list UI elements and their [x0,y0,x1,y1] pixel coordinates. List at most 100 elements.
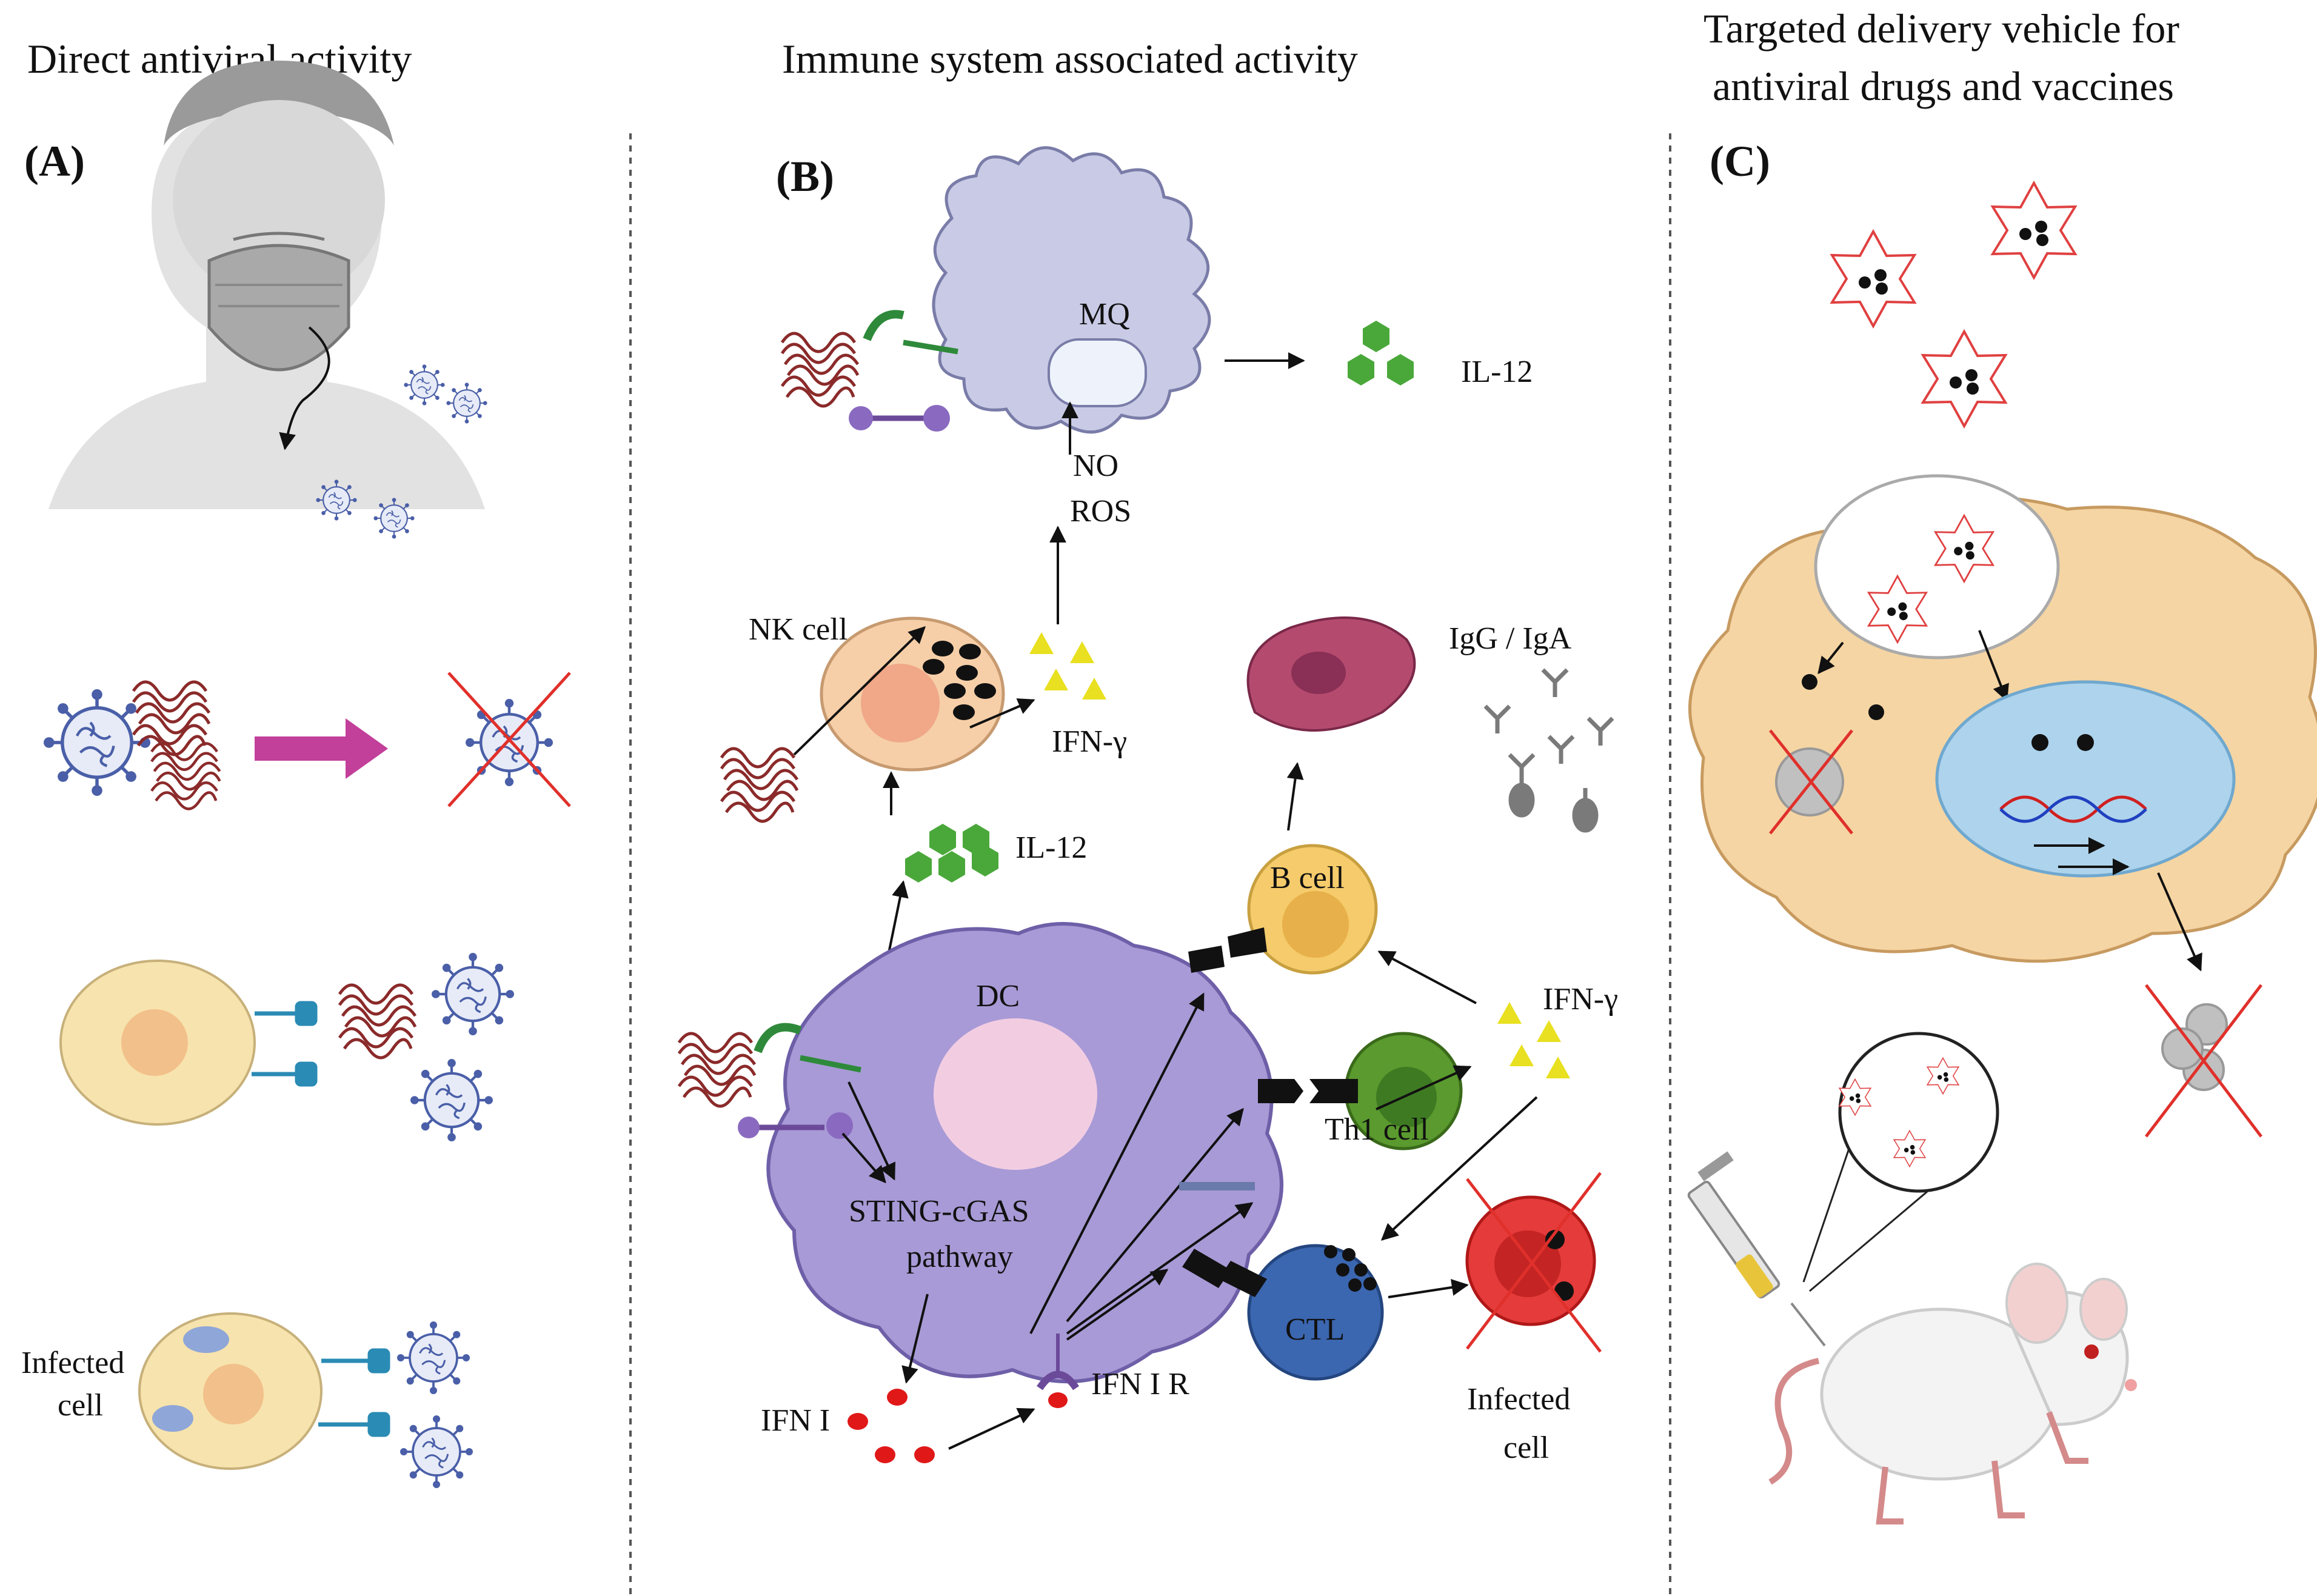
membrane-marker [1179,1182,1255,1190]
released-drug-icon [1802,674,1884,720]
ifn-gamma-icon [1082,678,1106,700]
transcription-arrow-icon [2034,837,2130,875]
virus-icon [432,953,514,1035]
arrow [1388,1278,1469,1298]
heading-c-line1: Targeted delivery vehicle for [1703,5,2179,52]
il12-label: IL-12 [1461,355,1533,389]
heading-c-line2: antiviral drugs and vaccines [1713,63,2174,109]
ifn-i-label: IFN I [761,1403,830,1438]
infected-cell-label: cell [1503,1431,1549,1465]
arrow [1817,641,1844,675]
ifn-gamma-icon [1029,632,1054,654]
igg-iga-label: IgG / IgA [1449,621,1572,656]
arrow [948,1407,1035,1450]
virus-icon [399,1414,474,1489]
nanoparticle-icon [1991,182,2076,279]
antibody-icon [1483,668,1614,833]
polymer-strand-icon [782,333,858,406]
il12-cytokine-icon [1363,321,1389,352]
nk-cell-label: NK cell [749,612,848,647]
host-cell-icon [59,960,256,1126]
th1-cell-icon [1344,1032,1463,1150]
arrow [1978,630,2009,702]
ctl-cell-icon [1247,1244,1384,1381]
arrow [1377,950,1477,1004]
mhc-receptor-icon [1188,927,1267,973]
nucleus-icon [1935,680,2236,878]
cross-icon [1466,1172,1602,1353]
dc-label: DC [976,979,1020,1013]
cross-icon [1769,729,1853,835]
dna-helix-icon [1999,795,2147,823]
cross-icon [2145,984,2262,1138]
panel-label-c: (C) [1710,137,1770,185]
arrow [841,1132,886,1184]
mhc-receptor-icon [1182,1249,1267,1297]
cross-icon [447,672,571,807]
airborne-virus-icon [403,364,446,406]
virus-icon [396,1320,471,1395]
inhaled-virus-icon [373,497,415,539]
ifn-i-r-label: IFN I R [1091,1367,1189,1401]
il12-cytokine-icon [905,851,932,883]
b-cell-label: B cell [1270,861,1345,895]
th1-cell-label: Th1 cell [1325,1112,1429,1147]
arrow [2157,872,2202,972]
inhaled-virus-icon [315,479,358,521]
mhc-receptor-icon [1258,1079,1358,1103]
zoom-bubble-icon [1802,1032,1999,1292]
macrophage-cell-icon [932,146,1211,434]
ifn-gamma-icon [1044,669,1068,690]
ifn-i-receptor-icon [1037,1334,1079,1408]
sting-cgas-label: pathway [906,1240,1013,1274]
nanoparticle-icon [1831,230,1916,327]
ifn-gamma-icon [1497,1002,1522,1024]
panel-label-b: (B) [776,152,834,201]
arrow [1376,1065,1472,1110]
syringe-icon [1687,1151,1826,1347]
dendritic-cell-icon [766,922,1283,1384]
arrow [793,626,926,756]
panel-label-a: (A) [24,137,85,185]
arrow [1066,1269,1169,1341]
ifn-gamma-icon [1537,1020,1561,1042]
ros-label: ROS [1070,494,1131,529]
il12-cytokine-icon [929,824,956,855]
il12-cytokine-icon [1387,354,1414,386]
nk-cell-icon [820,616,1005,772]
nanoparticle-icon [1922,330,2007,427]
masked-person-illustration [48,61,485,509]
virus-particle-icon [2161,1003,2228,1091]
il12-label: IL-12 [1015,830,1087,865]
mq-label: MQ [1079,297,1130,332]
arrow [1066,1107,1244,1323]
receptor-icon [318,1348,390,1437]
inactivation-arrow-icon [255,718,388,779]
il12-cytokine-icon [938,851,965,883]
arrow [1029,992,1205,1334]
polymer-strand-icon [152,744,220,809]
infected-host-cell-icon [138,1312,323,1470]
heading-b: Immune system associated activity [782,36,1358,82]
virus-icon [44,689,150,796]
ctl-label: CTL [1285,1312,1345,1347]
polymer-strand-icon [721,749,797,821]
arrow [848,1081,895,1181]
sting-cgas-label: STING-cGAS [849,1194,1029,1229]
infected-cell-label: Infected [21,1346,124,1380]
ifn-i-icon [848,1389,935,1463]
receptor-icon [738,1023,861,1139]
arrow [1066,1202,1254,1335]
receptor-icon [849,310,958,432]
receptor-icon [252,1001,318,1087]
ifn-gamma-icon [1546,1057,1570,1078]
il12-cytokine-icon [1348,354,1374,386]
endosome-icon [1814,474,2060,659]
airborne-virus-icon [446,382,488,424]
plasma-cell-icon [1246,616,1416,732]
no-label: NO [1073,449,1118,483]
infected-cell-label: Infected [1467,1382,1570,1417]
virus-icon [410,1059,493,1141]
arrow [901,1294,929,1384]
